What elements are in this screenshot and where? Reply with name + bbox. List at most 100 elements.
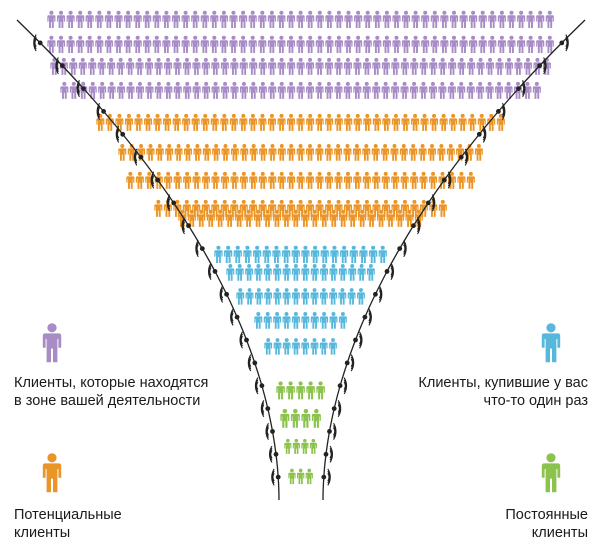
person-icon (391, 81, 400, 99)
person-icon (296, 81, 305, 99)
person-icon (400, 171, 409, 189)
signal-wave-arc (230, 308, 234, 326)
signal-wave-arc (464, 150, 468, 164)
person-icon (372, 57, 381, 75)
person-icon (338, 263, 347, 281)
person-icon (56, 10, 66, 28)
person-icon (292, 288, 300, 305)
person-icon (438, 81, 447, 99)
person-icon (182, 113, 191, 131)
person-icon (401, 113, 410, 131)
funnel-edge-dot (331, 406, 337, 411)
person-icon (143, 10, 152, 28)
person-icon (287, 143, 296, 161)
person-icon (362, 81, 371, 99)
legend-one-time-line2: что-то один раз (483, 393, 588, 409)
person-icon (249, 199, 258, 217)
signal-wave-arc (350, 354, 355, 372)
person-icon (277, 199, 286, 217)
person-icon (372, 171, 381, 189)
person-icon (372, 199, 381, 217)
person-icon (316, 381, 325, 400)
person-icon (315, 171, 324, 189)
person-icon (249, 57, 258, 75)
person-icon (239, 10, 248, 28)
person-icon (47, 35, 56, 53)
person-icon (171, 35, 181, 53)
person-icon (165, 143, 174, 161)
signal-wave-arc (248, 356, 252, 370)
signal-wave-arc (220, 287, 224, 301)
person-icon (348, 263, 357, 281)
person-icon (392, 10, 401, 28)
person-icon (507, 10, 516, 28)
person-icon (373, 10, 382, 28)
signal-wave-arc (543, 61, 546, 70)
person-icon (440, 10, 449, 28)
signal-wave-arc (230, 310, 234, 324)
person-icon (411, 113, 420, 131)
funnel-edge-dot (252, 360, 258, 366)
person-icon-potential (42, 452, 62, 494)
person-icon (145, 57, 154, 75)
person-icon (296, 113, 305, 131)
people-row-potential (96, 113, 505, 131)
person-icon (329, 288, 338, 305)
person-icon (47, 10, 56, 28)
signal-wave-arc (240, 335, 243, 345)
signal-wave-arc (327, 470, 331, 484)
people-row-permanent (280, 408, 321, 428)
people-row-one_time (226, 263, 375, 281)
person-icon (469, 35, 478, 53)
person-icon (114, 35, 123, 53)
person-icon (446, 143, 455, 161)
signal-wave-arc (482, 127, 486, 141)
person-icon (258, 113, 267, 131)
person-icon (287, 171, 296, 189)
person-icon (391, 199, 400, 217)
people-row-potential (154, 199, 447, 217)
funnel-edge-dot (362, 314, 368, 320)
person-icon (353, 81, 362, 99)
signal-wave-arc (209, 267, 212, 276)
signal-wave-arc (254, 377, 259, 395)
person-icon (211, 81, 220, 99)
person-icon (315, 81, 324, 99)
person-icon (126, 171, 135, 189)
person-icon (362, 57, 371, 75)
person-icon (290, 408, 300, 428)
person-icon (344, 35, 353, 53)
person-icon (236, 288, 245, 305)
signal-wave-arc (417, 217, 421, 235)
funnel-edge-dot (559, 40, 565, 46)
person-icon (310, 263, 319, 281)
signal-wave-arc (327, 468, 331, 486)
signal-wave-arc (431, 194, 436, 212)
person-icon (428, 143, 436, 161)
person-icon (133, 10, 142, 28)
person-icon (526, 10, 535, 28)
signal-wave-arc (152, 175, 155, 185)
person-icon (306, 57, 315, 75)
signal-wave-arc (501, 102, 506, 121)
person-icon (107, 81, 116, 99)
signal-wave-arc (97, 105, 101, 118)
person-icon (324, 171, 333, 189)
person-icon (273, 311, 282, 329)
person-icon (171, 10, 181, 28)
person-icon (497, 35, 506, 53)
legend-one-time-label: Клиенты, купившие у вас что-то один раз (418, 374, 588, 410)
person-icon (277, 81, 286, 99)
people-row-potential (178, 209, 423, 227)
person-icon (164, 171, 173, 189)
signal-wave-arc (196, 244, 199, 253)
person-icon (353, 57, 362, 75)
person-icon (85, 10, 94, 28)
person-icon (229, 113, 238, 131)
person-icon (181, 35, 190, 53)
signal-wave-arc (271, 470, 275, 484)
signal-wave-arc (255, 379, 259, 393)
signal-wave-arc (350, 358, 353, 368)
person-icon (263, 263, 272, 281)
person-icon (319, 338, 328, 355)
